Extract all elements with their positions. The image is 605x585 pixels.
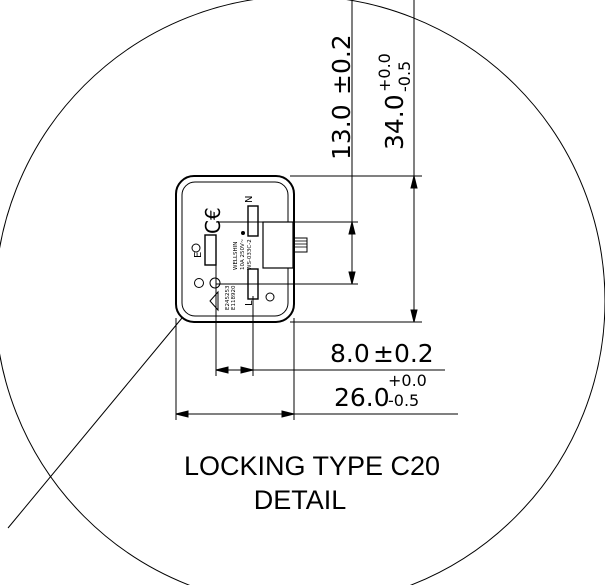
ul-mark-icon [265,292,275,302]
dimension-horizontal-inner [215,265,445,376]
dim-26-nominal: 26.0 [334,383,390,412]
cert-symbol-icon-2 [209,277,221,289]
dim-34-lower: -0.5 [395,61,414,92]
ground-symbol-icon [191,243,201,253]
cert-symbol-icon [194,278,204,288]
dim-13-nominal: 13.0 [327,104,356,160]
ce-mark: C€ [201,207,225,234]
dim-26-upper: +0.0 [388,371,427,390]
dim-8-tolerance: ±0.2 [373,339,434,368]
marking-model: WS-033C-2 [247,239,253,270]
pin-label-n: N [244,196,255,203]
caption-line-2: DETAIL [254,485,347,515]
dim-26-lower: -0.5 [388,391,419,410]
dim-13-tolerance: ±0.2 [327,34,356,95]
leader-line [7,317,183,529]
dim-34-upper: +0.0 [375,53,394,92]
dimension-vertical-inner [216,0,358,285]
warning-triangle-icon [209,290,219,312]
dimension-vertical-outer [290,0,422,323]
dim-34-nominal: 34.0 [380,94,409,150]
pin-label-l: L [244,300,255,306]
pin-earth [204,234,217,266]
dimension-horizontal-outer [175,318,458,420]
pin-neutral [247,205,259,237]
marking-cert2: E118920 [231,285,237,310]
marking-cert1: E245253 [225,285,231,310]
marking-rating: 10A 250V~ [240,238,246,270]
marking-brand: WELLSHIN [233,242,239,270]
caption-line-1: LOCKING TYPE C20 [184,451,440,481]
pin-label-e: E [193,252,204,258]
dim-8-nominal: 8.0 [330,339,370,368]
